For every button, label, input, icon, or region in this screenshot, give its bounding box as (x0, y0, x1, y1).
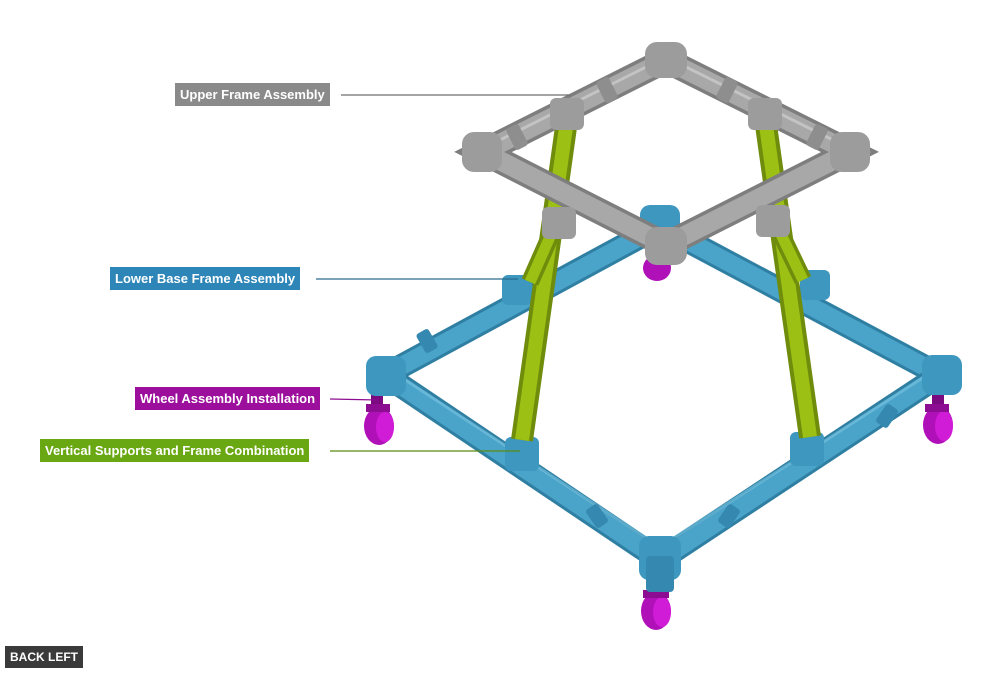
leader-wheel (329, 398, 379, 401)
callout-vertical-supports-frame-combination[interactable]: Vertical Supports and Frame Combination (40, 439, 310, 462)
callout-upper-frame-assembly[interactable]: Upper Frame Assembly (175, 83, 330, 106)
caster-right[interactable] (923, 392, 953, 444)
callout-lower-base-frame-assembly[interactable]: Lower Base Frame Assembly (110, 267, 301, 290)
callout-wheel-assembly-installation[interactable]: Wheel Assembly Installation (135, 387, 321, 410)
leader-lines (316, 94, 570, 452)
vertical-supports[interactable] (511, 116, 821, 442)
base-corner-fittings (366, 205, 962, 592)
upper-frame-fittings (462, 42, 870, 265)
view-orientation-button[interactable]: BACK LEFT (5, 646, 83, 668)
caster-left[interactable] (364, 392, 394, 445)
